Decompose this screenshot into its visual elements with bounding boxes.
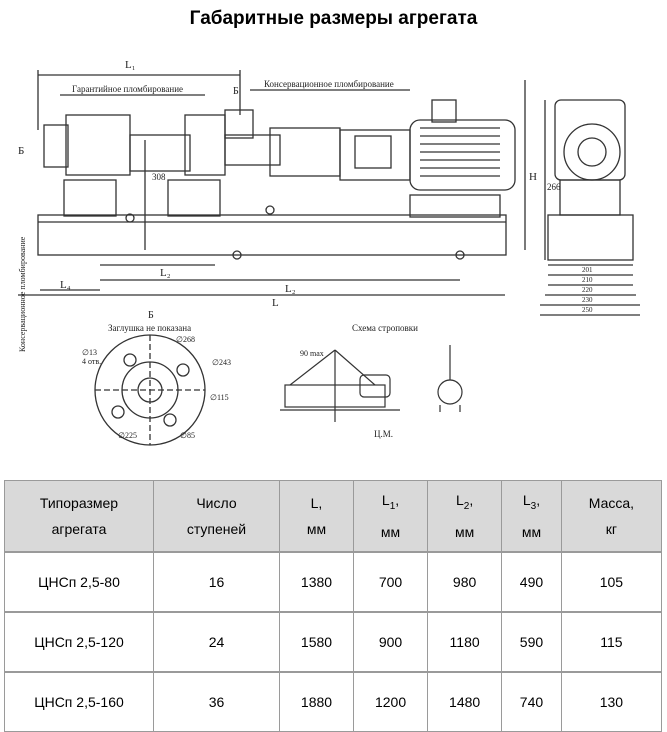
cell-l3: 590: [501, 611, 562, 673]
dim-l2-a: L₂: [160, 267, 171, 279]
dim-d85: ∅85: [180, 431, 195, 440]
cell-model: ЦНСп 2,5-160: [4, 671, 154, 732]
cell-l1: 1200: [353, 671, 429, 732]
cell-stages: 36: [153, 671, 280, 732]
cell-l1: 900: [353, 611, 429, 673]
dim-266: 266: [547, 182, 561, 192]
cell-l2: 1180: [427, 611, 503, 673]
pump-side-view: [18, 70, 526, 296]
header-l1: L1,мм: [353, 480, 429, 553]
header-l3: L3,мм: [501, 480, 562, 553]
warranty-seal-label: Гарантийное пломбирование: [72, 84, 183, 94]
center-mass-label: Ц.М.: [374, 429, 393, 439]
cell-l2: 1480: [427, 671, 503, 732]
plug-note: Заглушка не показана: [108, 323, 191, 333]
dim-l1: L₁: [125, 59, 136, 71]
table-row: ЦНСп 2,5-80 16 1380 700 980 490 105: [4, 551, 663, 613]
cell-l2: 980: [427, 551, 503, 613]
cell-l: 1880: [278, 671, 355, 732]
cell-mass: 105: [560, 551, 663, 613]
sling-scheme-label: Схема строповки: [352, 323, 418, 333]
cell-l3: 740: [501, 671, 562, 732]
cell-model: ЦНСп 2,5-80: [4, 551, 154, 613]
header-mass: Масса,кг: [560, 480, 663, 553]
cell-stages: 24: [153, 611, 280, 673]
header-l2: L2,мм: [427, 480, 503, 553]
dim-210: 210: [582, 276, 593, 284]
section-b-top: Б: [233, 86, 239, 97]
dim-h: H: [529, 171, 537, 183]
dim-220: 220: [582, 286, 593, 294]
sling-scheme: [280, 345, 463, 422]
cell-l3: 490: [501, 551, 562, 613]
dim-201: 201: [582, 266, 593, 274]
conservation-seal-label: Консервационное пломбирование: [264, 79, 394, 89]
cell-l: 1380: [278, 551, 355, 613]
dim-d13: ∅13: [82, 348, 97, 357]
dim-d268: ∅268: [176, 335, 195, 344]
dim-250: 250: [582, 306, 593, 314]
max-angle-label: 90 max: [300, 349, 324, 358]
dim-230: 230: [582, 296, 593, 304]
cell-mass: 115: [560, 611, 663, 673]
table-row: ЦНСп 2,5-160 36 1880 1200 1480 740 130: [4, 671, 663, 732]
dim-d115: ∅115: [210, 393, 229, 402]
technical-drawing: L₁ L₂ L₂ L₄ L Б Б Б H 308 266 Гарантийно…: [18, 59, 640, 446]
dim-308: 308: [152, 172, 166, 182]
dim-l2-b: L₂: [285, 283, 296, 295]
cell-l: 1580: [278, 611, 355, 673]
holes-label: 4 отв.: [82, 357, 101, 366]
section-b-bottom: Б: [148, 310, 154, 321]
section-b-left: Б: [18, 145, 24, 157]
dim-d243: ∅243: [212, 358, 231, 367]
cell-l1: 700: [353, 551, 429, 613]
dim-d225: ∅225: [118, 431, 137, 440]
table-row: ЦНСп 2,5-120 24 1580 900 1180 590 115: [4, 611, 663, 673]
cell-stages: 16: [153, 551, 280, 613]
conservation-seal-vertical-label: Консервационное пломбирование: [18, 236, 27, 352]
page-title: Габаритные размеры агрегата: [189, 8, 478, 29]
header-l: L,мм: [278, 480, 355, 553]
dim-l: L: [272, 297, 279, 309]
dim-l4: L₄: [60, 279, 71, 291]
cell-model: ЦНСп 2,5-120: [4, 611, 154, 673]
cell-mass: 130: [560, 671, 663, 732]
pump-end-view: [540, 99, 640, 316]
flange-view: [94, 334, 206, 446]
